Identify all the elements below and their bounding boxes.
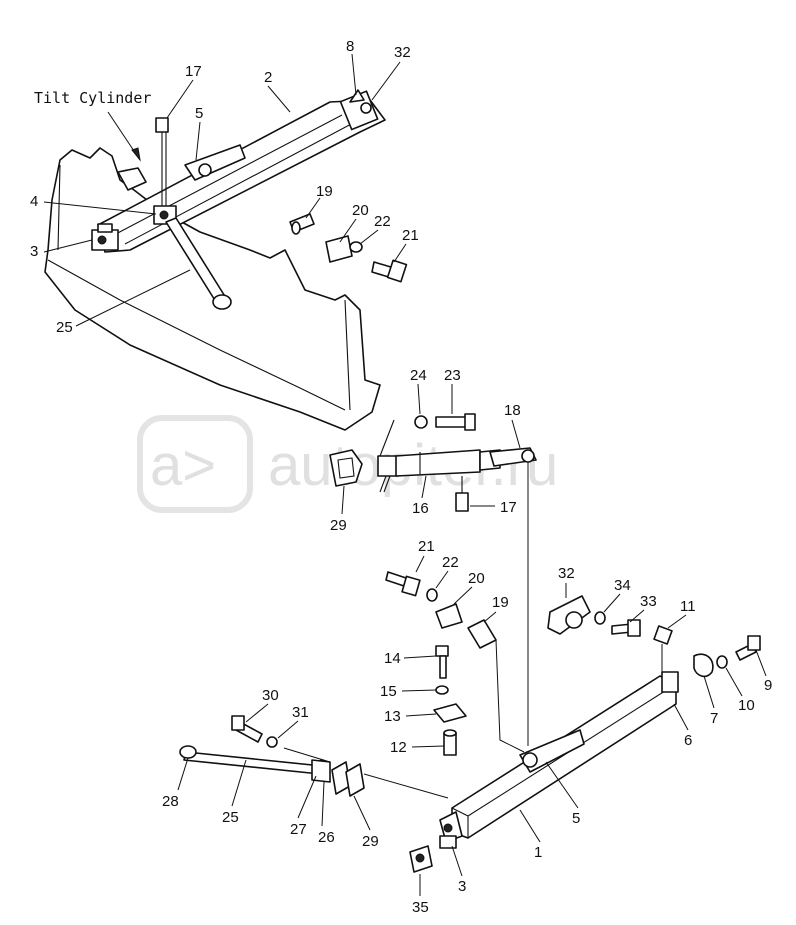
label-5-lower: 5 [572,810,580,827]
label-17: 17 [500,499,517,516]
upper-labels: Tilt Cylinder 17 2 8 32 5 4 3 19 20 22 2… [30,38,419,336]
label-5: 5 [195,105,203,122]
label-3-lower: 3 [458,878,466,895]
tilt-cylinder-caption: Tilt Cylinder [34,89,151,107]
label-16: 16 [412,500,429,517]
label-31: 31 [292,704,309,721]
label-35: 35 [412,899,429,916]
label-26: 26 [318,829,335,846]
label-21: 21 [402,227,419,244]
label-19: 19 [316,183,333,200]
label-22-lower: 22 [442,554,459,571]
label-11: 11 [680,598,696,615]
label-30: 30 [262,687,279,704]
label-13: 13 [384,708,401,725]
label-20-lower: 20 [468,570,485,587]
frame-assembly [179,571,761,873]
label-24: 24 [410,367,427,384]
label-32: 32 [394,44,411,61]
label-18: 18 [504,402,521,419]
label-2: 2 [264,69,272,86]
cylinder-assembly [329,413,537,512]
middle-labels: 24 23 18 29 16 17 [330,367,521,534]
label-6: 6 [684,732,692,749]
label-22: 22 [374,213,391,230]
label-20: 20 [352,202,369,219]
watermark-logo: a> [150,433,216,498]
lower-leaders [177,555,767,896]
label-4: 4 [30,193,38,210]
label-1: 1 [534,844,542,861]
middle-leaders [341,383,529,746]
blade-assembly [44,89,408,431]
label-21-lower: 21 [418,538,435,555]
label-7: 7 [710,710,718,727]
label-33: 33 [640,593,657,610]
label-25-lower: 25 [222,809,239,826]
label-25: 25 [56,319,73,336]
label-19-lower: 19 [492,594,509,611]
label-29: 29 [330,517,347,534]
label-29-lower: 29 [362,833,379,850]
label-17: 17 [185,63,202,80]
label-27: 27 [290,821,307,838]
label-3: 3 [30,243,38,260]
label-9: 9 [764,677,772,694]
label-15: 15 [380,683,397,700]
label-23: 23 [444,367,461,384]
label-10: 10 [738,697,755,714]
upper-leaders [43,53,407,327]
label-12: 12 [390,739,407,756]
label-8: 8 [346,38,354,55]
label-28: 28 [162,793,179,810]
lower-labels: 21 22 20 19 32 34 33 11 14 15 13 12 9 10… [162,538,772,916]
label-32-lower: 32 [558,565,575,582]
label-14: 14 [384,650,401,667]
label-34: 34 [614,577,631,594]
